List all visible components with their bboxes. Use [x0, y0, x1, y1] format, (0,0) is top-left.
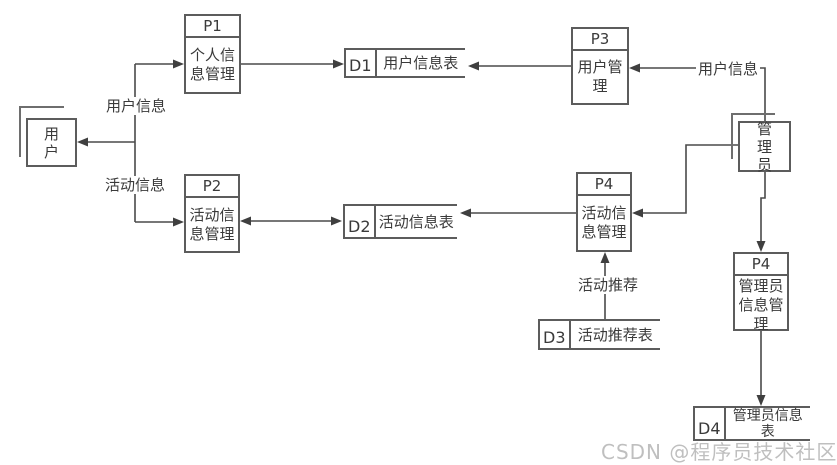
arrow-into-d4 [756, 395, 766, 406]
entity-admin: 管理员 [738, 119, 791, 174]
process-p4-admin-label: 管理员信息管理 [738, 277, 784, 333]
process-p4-activity: P4 活动信息管理 [576, 172, 632, 252]
arrow-into-p4b [756, 241, 766, 252]
arrow-into-d1-left [333, 59, 344, 69]
entity-admin-label: 管理员 [756, 119, 772, 174]
datastore-d1-label: 用户信息表 [383, 54, 459, 72]
arrow-into-d1-right [468, 61, 479, 71]
flow-label-user-info-left: 用户信息 [104, 97, 169, 115]
wire-admin-to-p4b [760, 172, 766, 241]
flow-label-user-info-right: 用户信息 [696, 60, 761, 78]
datastore-d3-id: D3 [540, 321, 571, 348]
process-p4-admin: P4 管理员信息管理 [733, 252, 789, 333]
process-p1-id: P1 [186, 16, 239, 38]
process-p1-label: 个人信息管理 [189, 46, 235, 83]
process-p2: P2 活动信息管理 [184, 174, 240, 253]
flow-label-activity-info: 活动信息 [103, 176, 168, 194]
datastore-d3-label: 活动推荐表 [577, 325, 653, 344]
arrow-into-p2-right [240, 216, 251, 226]
datastore-d3: D3 活动推荐表 [538, 319, 660, 350]
process-p1: P1 个人信息管理 [184, 14, 241, 94]
datastore-d4-id: D4 [695, 408, 726, 439]
arrow-into-d2-left [331, 216, 342, 226]
process-p4-activity-id: P4 [578, 174, 630, 196]
csdn-watermark: CSDN @程序员技术社区 [601, 440, 837, 464]
arrow-into-p1 [173, 59, 184, 69]
wire-admin-to-p3 [640, 67, 766, 121]
process-p3-id: P3 [573, 29, 627, 51]
flow-label-activity-recommend: 活动推荐 [576, 276, 641, 294]
wire-admin-to-p4a [643, 144, 738, 214]
entity-user-label: 用户 [43, 124, 59, 161]
entity-user-corner-mark [19, 106, 64, 157]
arrow-into-p2 [173, 217, 184, 227]
arrow-into-p3 [629, 63, 640, 73]
arrow-into-p4a-right [632, 208, 643, 218]
process-p3: P3 用户管理 [571, 27, 629, 105]
datastore-d1: D1 用户信息表 [344, 48, 465, 78]
process-p4-activity-label: 活动信息管理 [581, 204, 627, 241]
process-p2-id: P2 [186, 176, 238, 198]
datastore-d1-id: D1 [346, 50, 377, 76]
datastore-d2-id: D2 [345, 206, 376, 237]
datastore-d4: D4 管理员信息表 [693, 406, 810, 441]
arrow-into-d2-right [460, 208, 471, 218]
arrow-into-user [77, 137, 88, 147]
datastore-d2-label: 活动信息表 [378, 212, 454, 231]
entity-admin-corner-mark [731, 113, 775, 159]
process-p3-label: 用户管理 [577, 58, 623, 95]
datastore-d4-label: 管理员信息表 [732, 407, 803, 440]
process-p4-admin-id: P4 [735, 254, 787, 276]
arrow-into-p4a-bottom [600, 252, 610, 263]
entity-user: 用户 [26, 118, 77, 167]
process-p2-label: 活动信息管理 [189, 205, 235, 243]
datastore-d2: D2 活动信息表 [343, 204, 457, 239]
